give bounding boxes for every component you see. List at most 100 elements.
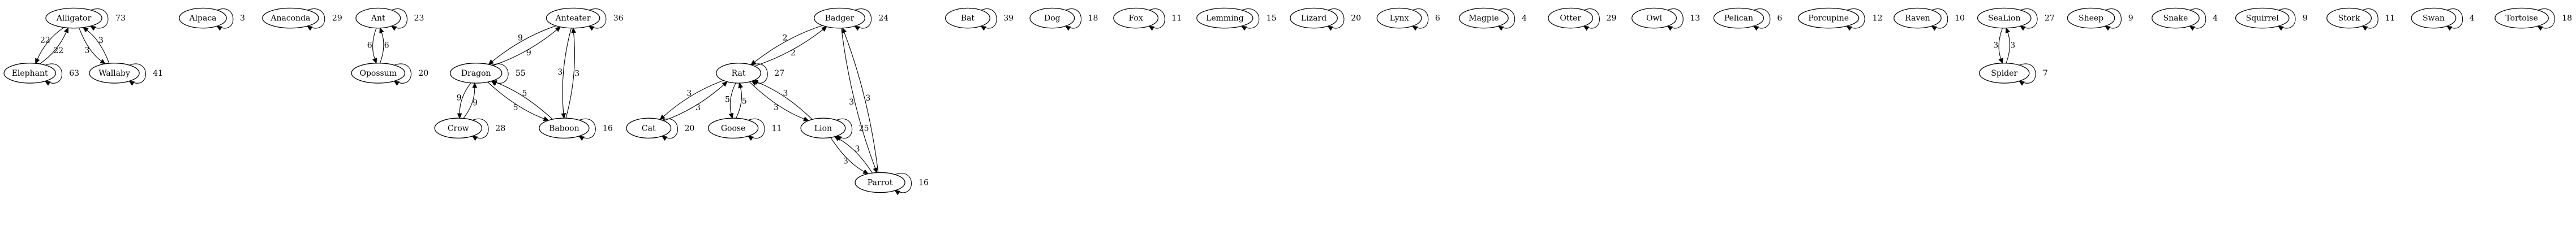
node-snake[interactable]: Snake [2152,7,2200,29]
self-loop-arrowhead [390,25,397,31]
edge-badger-to-parrot: 3 [841,28,878,173]
node-label: Alligator [56,14,92,23]
edge-line [495,82,553,120]
node-cat[interactable]: Cat [626,118,672,139]
self-loop-label: 18 [1088,14,1098,23]
node-otter[interactable]: Otter [1548,7,1594,29]
node-swan[interactable]: Swan [2411,7,2457,29]
node-crow[interactable]: Crow [434,118,483,139]
node-anaconda[interactable]: Anaconda [262,7,319,29]
self-loop-label: 27 [2045,14,2055,23]
edge-arrowhead [571,27,577,33]
edge-arrowhead [803,116,809,121]
node-lizard[interactable]: Lizard [1290,7,1338,29]
self-loop-crow: 28 [471,118,505,141]
edge-label: 5 [513,103,518,112]
node-fox[interactable]: Fox [1113,7,1159,29]
node-elephant[interactable]: Elephant [3,63,56,84]
self-loop-label: 29 [332,14,342,23]
node-stork[interactable]: Stork [2326,7,2372,29]
edge-line [39,31,67,64]
edge-ant-to-opossum: 6 [367,28,377,64]
node-magpie[interactable]: Magpie [1459,7,1509,29]
node-label: SeaLion [1988,14,2020,23]
self-loop-lynx: 6 [1412,8,1440,31]
node-label: Elephant [12,69,48,78]
node-shape [1459,7,1509,29]
edge-label: 3 [574,70,579,79]
node-squirrel[interactable]: Squirrel [2235,7,2290,29]
self-loop-label: 15 [1266,14,1277,23]
node-shape [1894,7,1942,29]
node-pelican[interactable]: Pelican [1713,7,1764,29]
edge-line [2006,32,2010,63]
self-loop-label: 12 [1873,14,1883,23]
node-sealion[interactable]: SeaLion [1977,7,2032,29]
self-loop-dog: 18 [1064,8,1098,31]
node-shape [1977,7,2032,29]
node-shape [1548,7,1594,29]
node-sheep[interactable]: Sheep [2067,7,2115,29]
self-loop-label: 41 [153,69,163,78]
node-bat[interactable]: Bat [944,7,990,29]
self-loop-label: 16 [603,124,613,133]
edge-arrowhead [379,27,384,34]
self-loop-line [129,63,146,84]
edge-wallaby-to-alligator: 3 [83,27,110,64]
node-dog[interactable]: Dog [1029,7,1075,29]
edge-badger-to-rat: 2 [750,25,823,66]
self-loop-arrowhead [128,80,135,86]
edge-label: 9 [518,34,523,43]
node-opossum[interactable]: Opossum [351,63,406,84]
node-lemming[interactable]: Lemming [1196,7,1253,29]
node-goose[interactable]: Goose [707,118,759,139]
self-loop-label: 11 [1171,14,1182,23]
edge-label: 3 [686,89,692,98]
edge-line [459,83,471,115]
node-porcupine[interactable]: Porcupine [1798,7,1860,29]
node-wallaby[interactable]: Wallaby [89,63,140,84]
edge-line [372,28,377,60]
node-shape [355,7,401,29]
self-loop-arrowhead [1497,25,1504,31]
node-badger[interactable]: Badger [814,7,865,29]
self-loop-arrowhead [2019,80,2025,86]
node-alpaca[interactable]: Alpaca [179,7,227,29]
node-label: Magpie [1469,14,1499,23]
node-rat[interactable]: Rat [716,63,762,84]
node-dragon[interactable]: Dragon [449,63,503,84]
self-loop-magpie: 4 [1497,8,1527,31]
node-lion[interactable]: Lion [800,118,846,139]
node-ant[interactable]: Ant [355,7,401,29]
node-lynx[interactable]: Lynx [1376,7,1422,29]
self-loop-arrowhead [2189,25,2195,31]
edge-arrowhead [728,112,734,119]
edge-label: 5 [522,89,527,98]
self-loop-arrowhead [1148,25,1155,31]
edge-arrowhead [63,27,68,33]
self-loop-squirrel: 9 [2278,8,2308,31]
edge-label: 9 [526,49,531,58]
self-loop-line [1667,8,1684,29]
self-loop-label: 11 [772,124,782,133]
node-tortoise[interactable]: Tortoise [2495,7,2549,29]
self-loop-line [1753,8,1771,29]
self-loop-arrowhead [1327,25,1334,31]
node-shape [539,118,590,139]
node-spider[interactable]: Spider [1979,63,2030,84]
node-parrot[interactable]: Parrot [855,172,905,193]
self-loop-anaconda: 29 [307,8,342,31]
self-loop-pelican: 6 [1753,8,1782,31]
self-loop-opossum: 20 [393,63,428,86]
edge-label: 9 [457,93,462,102]
self-loop-line [2105,8,2122,29]
node-alligator[interactable]: Alligator [45,7,102,29]
self-loop-line [91,8,109,29]
self-loop-arrowhead [661,136,668,141]
node-anteater[interactable]: Anteater [546,7,600,29]
edge-label: 22 [53,46,63,55]
node-owl[interactable]: Owl [1632,7,1677,29]
node-raven[interactable]: Raven [1894,7,1942,29]
self-loop-line [1931,8,1948,29]
node-baboon[interactable]: Baboon [539,118,590,139]
